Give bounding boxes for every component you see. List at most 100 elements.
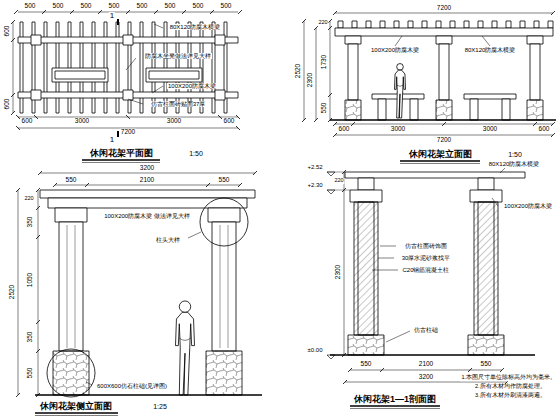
dimension-text: 2100 bbox=[139, 177, 155, 184]
scale-text: 1:50 bbox=[188, 150, 204, 157]
line-stroke bbox=[327, 190, 350, 191]
annotation-text: C20钢筋混凝土柱 bbox=[401, 267, 450, 273]
joist-end bbox=[520, 21, 525, 28]
dimension-text: 600 bbox=[21, 118, 34, 125]
dimension-text: 3200 bbox=[139, 165, 155, 172]
rect-stroke bbox=[123, 90, 133, 100]
annotation-text: 100X200防腐木梁 bbox=[503, 203, 553, 209]
joist bbox=[212, 22, 215, 113]
column-shaft bbox=[354, 202, 378, 335]
line-stroke bbox=[13, 22, 14, 113]
line-stroke bbox=[500, 168, 505, 173]
line-stroke bbox=[350, 370, 502, 371]
joist-end bbox=[464, 21, 469, 28]
annotation-text: 30厚水泥砂浆找平 bbox=[401, 255, 452, 261]
annotation-text: 80X120防腐木横梁 bbox=[169, 24, 222, 30]
column-shaft bbox=[59, 222, 83, 351]
dimension-text: 550 bbox=[360, 361, 373, 368]
joist bbox=[188, 22, 191, 113]
use-stroke bbox=[176, 301, 195, 395]
joist-end bbox=[478, 21, 483, 28]
level-text: +2.30 bbox=[306, 182, 323, 188]
dimension-text: 500 bbox=[192, 3, 205, 10]
joist bbox=[104, 22, 107, 113]
column-capital bbox=[55, 208, 87, 222]
column-shaft bbox=[530, 44, 540, 100]
note-text: 1.本图尺寸单位除标高外均为毫米。 bbox=[460, 375, 557, 381]
circle-stroke bbox=[200, 198, 248, 246]
line-stroke bbox=[380, 246, 396, 247]
dimension-text: 350 bbox=[27, 216, 34, 229]
dimension-text: 500 bbox=[24, 3, 37, 10]
column-shaft bbox=[439, 44, 449, 100]
dim-tick bbox=[154, 10, 158, 14]
line-stroke bbox=[35, 412, 118, 414]
column-fluting bbox=[67, 225, 68, 348]
dimension-text: 500 bbox=[80, 3, 93, 10]
column-capital bbox=[345, 36, 361, 44]
column-shaft bbox=[212, 222, 236, 351]
dimension-text: 550 bbox=[27, 367, 34, 380]
rect-stroke bbox=[470, 99, 478, 120]
column-base bbox=[345, 100, 361, 120]
rect-stroke bbox=[464, 94, 516, 99]
dimension-text: 600 bbox=[4, 25, 11, 38]
rect-stroke bbox=[55, 71, 105, 79]
annotation-text: 100X200防腐木梁 bbox=[370, 47, 420, 53]
dim-tick bbox=[42, 10, 46, 14]
column-capital bbox=[470, 190, 502, 202]
rect-stroke bbox=[335, 28, 553, 36]
joist-end bbox=[338, 21, 343, 28]
dimension-text: 2520 bbox=[295, 63, 302, 79]
line-stroke bbox=[82, 159, 160, 161]
dimension-text: 220 bbox=[317, 20, 328, 26]
joist bbox=[176, 22, 179, 113]
line-stroke bbox=[335, 13, 553, 14]
column-base bbox=[348, 335, 384, 355]
dimension-text: 550 bbox=[321, 102, 328, 115]
dimension-text: 1730 bbox=[321, 54, 328, 70]
column-shaft bbox=[474, 202, 498, 335]
column-capital bbox=[527, 36, 543, 44]
line-stroke bbox=[327, 172, 345, 173]
joist-end bbox=[436, 21, 441, 28]
g-stroke bbox=[338, 21, 553, 28]
note-text: 2.所有木材均作防腐处理。 bbox=[474, 384, 547, 390]
g-stroke bbox=[345, 36, 543, 120]
column-fluting bbox=[75, 225, 76, 348]
line-stroke bbox=[55, 185, 240, 186]
path-stroke bbox=[342, 170, 509, 384]
use-stroke bbox=[395, 64, 406, 118]
line-stroke bbox=[188, 232, 201, 238]
rect-stroke bbox=[146, 68, 202, 82]
line-stroke bbox=[400, 160, 480, 162]
beam-end bbox=[478, 178, 494, 190]
line-stroke bbox=[335, 135, 553, 136]
dimension-text: 500 bbox=[108, 3, 121, 10]
level-text: ±0.00 bbox=[307, 347, 324, 353]
line-stroke bbox=[350, 405, 440, 407]
dim-tick bbox=[70, 10, 74, 14]
annotation-text: 80X120防腐木横梁 bbox=[464, 47, 517, 53]
rect-stroke bbox=[48, 198, 247, 208]
line-stroke bbox=[345, 382, 507, 383]
annotation-text: 仿古柱面砖贴面37厚 bbox=[150, 101, 207, 107]
line-stroke bbox=[35, 394, 262, 395]
dimension-text: 500 bbox=[52, 3, 65, 10]
path-stroke bbox=[11, 20, 240, 130]
line-stroke bbox=[400, 163, 480, 164]
dim-tick bbox=[182, 10, 186, 14]
dimension-text: 350 bbox=[27, 331, 34, 344]
dimension-text: 1050 bbox=[27, 272, 34, 288]
g-stroke bbox=[20, 22, 227, 113]
line-stroke bbox=[35, 415, 118, 416]
g-stroke bbox=[348, 178, 504, 355]
line-stroke bbox=[344, 172, 345, 355]
joist bbox=[92, 22, 95, 113]
dimension-text: 600 bbox=[4, 98, 11, 111]
joist-end bbox=[450, 21, 455, 28]
rect-stroke bbox=[40, 190, 255, 198]
dim-tick bbox=[238, 10, 242, 14]
line-stroke bbox=[386, 331, 410, 342]
